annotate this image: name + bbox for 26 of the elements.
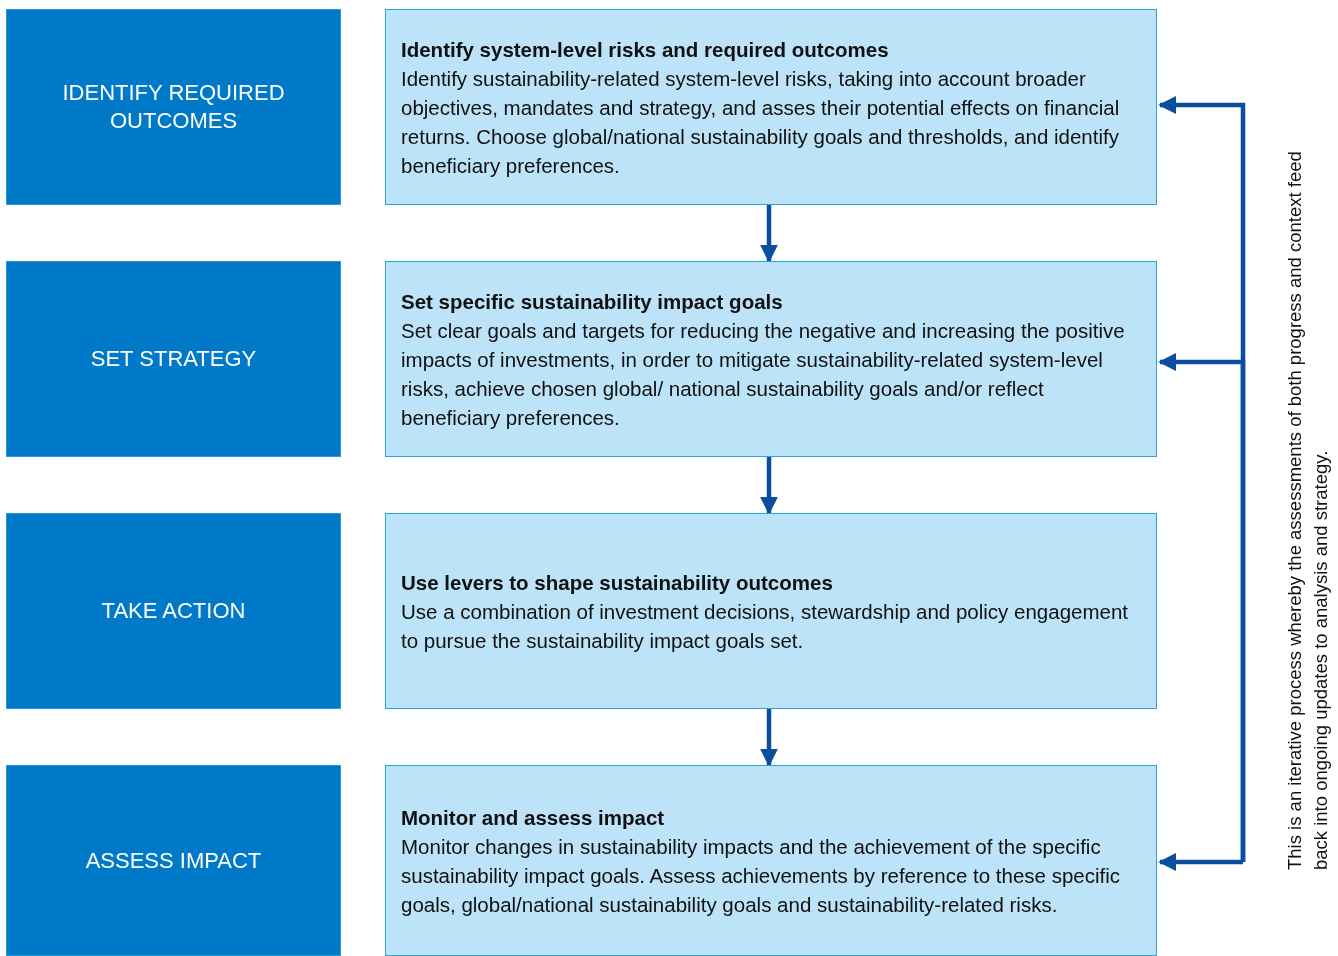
stage-title: ASSESS IMPACT	[84, 846, 263, 875]
feedback-arrow	[1158, 353, 1246, 862]
box-heading: Identify system-level risks and required outcomes	[401, 36, 890, 63]
flow-arrow	[760, 709, 778, 767]
box-heading: Monitor and assess impact	[401, 804, 666, 831]
stage-box	[6, 765, 341, 956]
box-heading: Use levers to shape sustainability outcomes	[401, 569, 834, 596]
stage-title: TAKE ACTION	[100, 597, 247, 625]
flow-arrow	[760, 205, 778, 263]
description-box	[385, 513, 1157, 709]
description-box	[385, 261, 1157, 457]
box-description: Use a combination of investment decisions, stewardship and policy engagement to pursue the sustainability impact goals set.	[401, 598, 1130, 654]
feedback-arrow	[1158, 853, 1243, 871]
side-note: This is an iterative process whereby the assessments of both progress and context feed back into ongoing updates to analysis and strategy.	[1283, 150, 1332, 870]
stage-title: SET STRATEGY	[89, 345, 258, 373]
box-description: Monitor changes in sustainability impacts and the achievement of the specific sustainability impact goals. Assess achievements by reference to these specific goals, global/national sustainability goals and sustainability-related risks.	[401, 833, 1121, 918]
box-description: Set clear goals and targets for reducing the negative and increasing the positive impacts of investments, in order to mitigate sustainability-related system-level risks, achieve chosen global/ national sustainability goals and/or reflect beneficiary preferences.	[401, 317, 1126, 431]
box-heading: Set specific sustainability impact goals	[401, 288, 784, 315]
stage-title: IDENTIFY REQUIRED OUTCOMES	[61, 79, 286, 135]
stage-box	[6, 261, 341, 457]
description-box	[385, 765, 1157, 956]
box-description: Identify sustainability-related system-level risks, taking into account broader objectives, mandates and strategy, and asses their potential effects on financial returns. Choose global/national sustainability goals and thresholds, and identify beneficiary preferences.	[401, 65, 1121, 179]
stage-box	[6, 9, 341, 205]
description-box	[385, 9, 1157, 205]
stage-box	[6, 513, 341, 709]
flow-arrow	[760, 457, 778, 515]
